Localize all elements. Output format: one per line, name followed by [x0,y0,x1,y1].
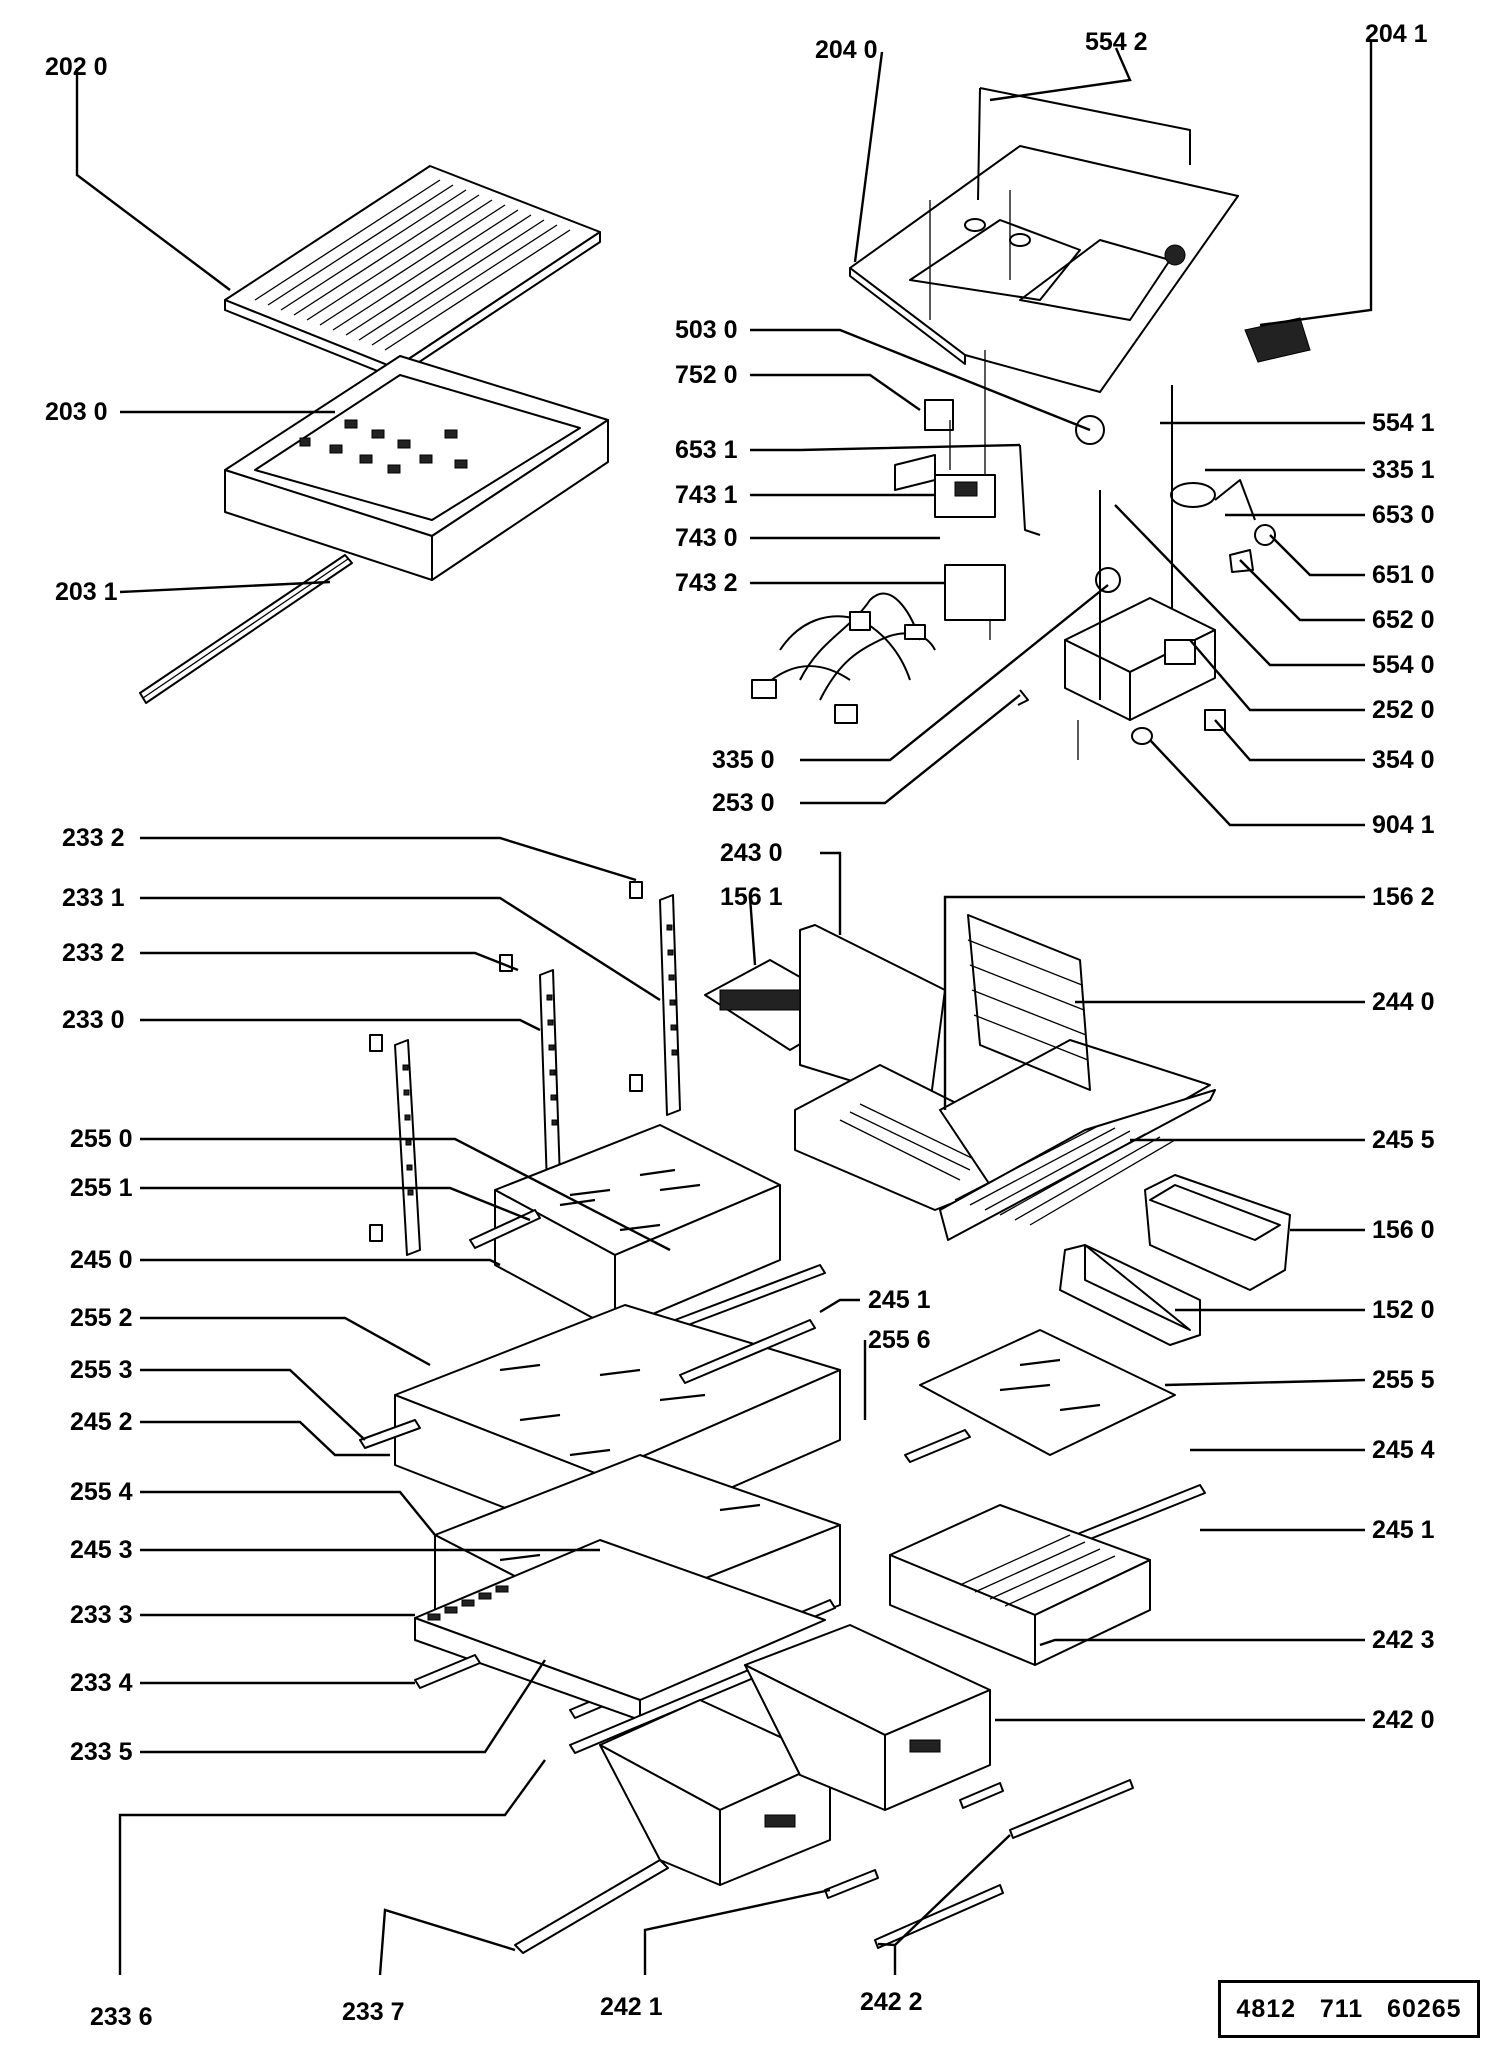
label-2430: 243 0 [720,839,783,867]
label-2450: 245 0 [70,1246,133,1274]
label-3351: 335 1 [1372,456,1435,484]
part-glass-shelf-2550 [469,1124,826,1331]
label-2440: 244 0 [1372,988,1435,1016]
label-7431: 743 1 [675,481,738,509]
part-door-bin-1560 [1144,1174,1291,1291]
label-2555: 255 5 [1372,1366,1435,1394]
part-top-cover-2040 [849,87,1311,393]
label-5030: 503 0 [675,316,738,344]
label-5542: 554 2 [1085,28,1148,56]
label-2520: 252 0 [1372,696,1435,724]
part-small-trims [514,1779,1134,1954]
label-7520: 752 0 [675,361,738,389]
leader-lines [75,40,1373,1976]
label-2552: 255 2 [70,1304,133,1332]
part-shelf-grill-2020 [224,165,601,379]
label-1520: 152 0 [1372,1296,1435,1324]
label-1561: 156 1 [720,883,783,911]
label-6530: 653 0 [1372,501,1435,529]
part-wiring-harness [751,592,936,724]
label-2335: 233 5 [70,1738,133,1766]
label-2451b: 245 1 [1372,1516,1435,1544]
label-6510: 651 0 [1372,561,1435,589]
label-2556: 255 6 [868,1326,931,1354]
label-2550: 255 0 [70,1125,133,1153]
label-2421: 242 1 [600,1993,663,2021]
label-7432: 743 2 [675,569,738,597]
label-2041: 204 1 [1365,20,1428,48]
label-2453: 245 3 [70,1536,133,1564]
part-crisper-drawer-2420 [599,1624,991,1886]
label-2455: 245 5 [1372,1126,1435,1154]
label-9041: 904 1 [1372,811,1435,839]
label-2422: 242 2 [860,1988,923,2016]
label-2452: 245 2 [70,1408,133,1436]
part-glass-shelf-2555 [904,1329,1206,1544]
label-2454: 245 4 [1372,1436,1435,1464]
label-1562: 156 2 [1372,883,1435,911]
part-crisper-2423 [889,1504,1151,1666]
label-2530: 253 0 [712,789,775,817]
label-2030: 203 0 [45,398,108,426]
label-3540: 354 0 [1372,746,1435,774]
label-6520: 652 0 [1372,606,1435,634]
label-2423: 242 3 [1372,1626,1435,1654]
document-number-box: 4812 711 60265 [1218,1980,1480,2038]
label-3350: 335 0 [712,746,775,774]
label-7430: 743 0 [675,524,738,552]
part-bar-2031 [139,554,353,704]
label-2336: 233 6 [90,2003,153,2031]
label-2554: 255 4 [70,1478,133,1506]
label-2331: 233 1 [62,884,125,912]
label-2334: 233 4 [70,1669,133,1697]
label-2420: 242 0 [1372,1706,1435,1734]
label-2020: 202 0 [45,53,108,81]
label-2031: 203 1 [55,578,118,606]
label-6531: 653 1 [675,436,738,464]
label-2333: 233 3 [70,1601,133,1629]
label-2451a: 245 1 [868,1286,931,1314]
label-5540: 554 0 [1372,651,1435,679]
label-1560: 156 0 [1372,1216,1435,1244]
label-2337: 233 7 [342,1998,405,2026]
label-2551: 255 1 [70,1174,133,1202]
part-freezer-frame-2030 [224,355,609,581]
label-2330: 233 0 [62,1006,125,1034]
label-2332a: 233 2 [62,824,125,852]
callout-labels: 202 0 203 0 203 1 204 0 554 2 204 1 503 … [45,20,1435,2031]
document-number: 4812 711 60265 [1236,1994,1462,2023]
part-control-cluster [894,350,1105,640]
label-2553: 255 3 [70,1356,133,1384]
label-5541: 554 1 [1372,409,1435,437]
label-2040: 204 0 [815,36,878,64]
label-2332b: 233 2 [62,939,125,967]
part-right-shelf-assembly [704,914,1216,1241]
part-thermostat-housing-2520 [1017,385,1276,760]
part-door-shelf-1520 [1059,1244,1201,1346]
